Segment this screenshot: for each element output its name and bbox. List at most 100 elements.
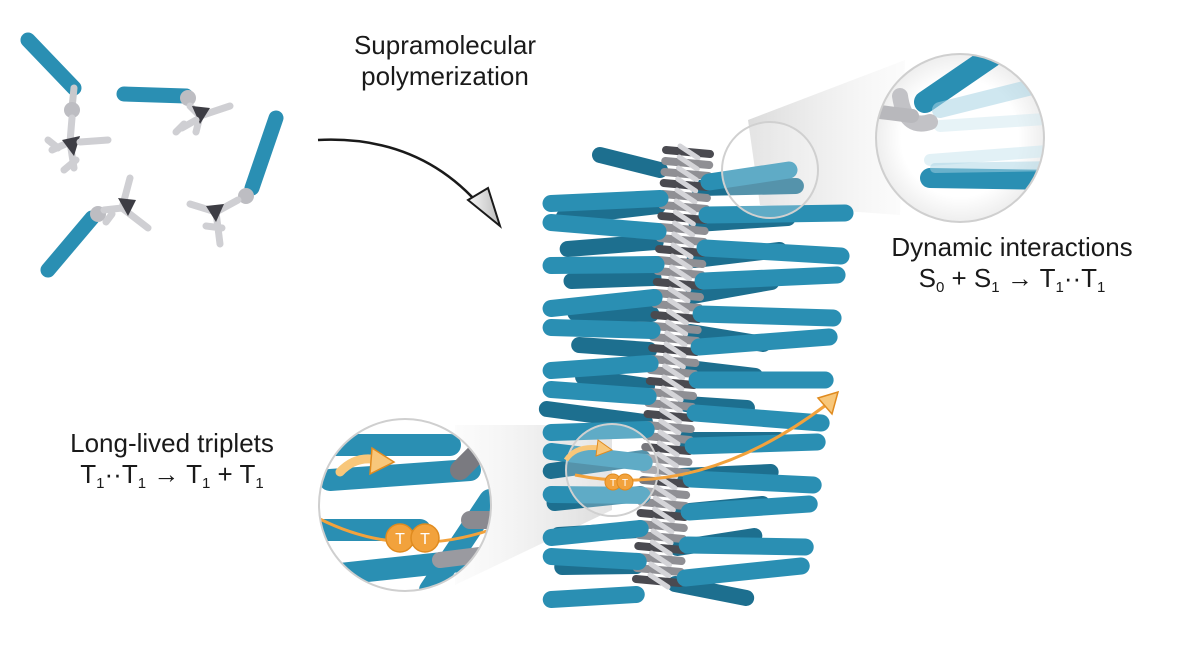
fiber-core-segment: [651, 517, 675, 535]
small-lens-bottom: [565, 423, 659, 517]
monomer: [186, 110, 284, 248]
fiber-arm: [542, 421, 655, 441]
dynamic-title: Dynamic interactions: [891, 232, 1133, 262]
fiber-arm: [559, 234, 664, 257]
fiber-arm: [542, 289, 663, 317]
eq-dots: ··: [1063, 262, 1082, 293]
triplets-title: Long-lived triplets: [70, 428, 274, 458]
eq-symbol: T: [186, 458, 202, 489]
eq-operator: +: [944, 262, 974, 293]
fiber-arm: [682, 470, 822, 494]
fiber-core-segment: [663, 341, 687, 359]
fiber-core-segment: [671, 231, 695, 249]
fiber-arm: [571, 337, 658, 358]
eq-subscript: 1: [991, 278, 1000, 296]
fiber-core-segment: [653, 484, 677, 502]
eq-arrow: →: [999, 262, 1040, 293]
eq-symbol: T: [121, 458, 138, 489]
polymerization-label-line: Supramolecular: [353, 30, 537, 60]
fiber-arm: [563, 270, 662, 289]
fiber-arm: [686, 404, 830, 432]
monomer: [40, 174, 152, 278]
fiber-arm: [542, 256, 665, 274]
magnified-lens-top: [875, 53, 1045, 223]
fiber-core-segment: [675, 176, 699, 194]
long-lived-triplets-label: Long-lived triplets T1··T1 → T1 + T1: [22, 428, 322, 492]
fiber-core-segment: [658, 418, 682, 436]
fiber-arm: [542, 520, 649, 546]
eq-symbol: T: [239, 458, 256, 489]
fiber-arm: [696, 239, 850, 265]
triplet-pair-large: T T: [385, 523, 440, 553]
dynamic-interactions-label: Dynamic interactions S0 + S1 → T1··T1: [842, 232, 1182, 296]
fiber-core-segment: [652, 506, 676, 524]
polymerization-label-line: polymerization: [361, 60, 529, 91]
fiber-core-segment: [662, 363, 686, 381]
monomer: [20, 32, 112, 174]
fiber-core-segment: [649, 550, 673, 568]
fiber-core-segment: [667, 286, 691, 304]
pair-label: T: [622, 478, 628, 489]
fiber-arm: [542, 319, 661, 339]
pair-label: T: [395, 531, 405, 548]
fiber-core-segment: [656, 440, 680, 458]
fiber-core-segment: [669, 253, 693, 271]
eq-symbol: T: [1039, 262, 1056, 293]
fiber-core-segment: [661, 374, 685, 392]
fiber-arm: [690, 328, 838, 356]
fiber-core-segment: [677, 143, 701, 161]
fiber-core-segment: [650, 528, 674, 546]
eq-subscript: 1: [255, 474, 264, 492]
eq-symbol: S: [918, 262, 936, 293]
fiber-core-segment: [652, 495, 676, 513]
fiber-arm: [542, 355, 659, 379]
eq-symbol: T: [1081, 262, 1098, 293]
polymer-fiber: [538, 143, 854, 608]
monomer-group: [20, 32, 284, 278]
fiber-core-segment: [648, 561, 672, 579]
fiber-core-segment: [665, 308, 689, 326]
eq-subscript: 1: [96, 474, 105, 492]
energy-migration-path: T T: [563, 390, 840, 491]
fiber-core-segment: [657, 429, 681, 447]
fiber-arm: [542, 443, 653, 471]
fiber-core-segment: [665, 319, 689, 337]
fiber-core-segment: [659, 407, 683, 425]
fiber-arm: [538, 401, 653, 430]
fiber-core-segment: [676, 154, 700, 172]
pair-label: T: [610, 478, 616, 489]
fiber-core-segment: [675, 165, 699, 183]
fiber-core-segment: [664, 330, 688, 348]
polymerization-arrow: [317, 138, 502, 229]
fiber-arm: [680, 495, 818, 521]
fiber-core-segment: [672, 220, 696, 238]
eq-subscript: 1: [201, 474, 211, 492]
small-lens-top: [721, 121, 819, 219]
eq-arrow: →: [146, 458, 187, 489]
fiber-core-segment: [672, 209, 696, 227]
eq-subscript: 1: [1055, 278, 1064, 296]
fiber-core-segment: [660, 385, 684, 403]
eq-subscript: 0: [935, 278, 945, 296]
triplets-equation: T1··T1 → T1 + T1: [22, 458, 322, 492]
dynamic-equation: S0 + S1 → T1··T1: [842, 262, 1182, 296]
fiber-arm: [692, 305, 842, 327]
eq-subscript: 1: [137, 474, 147, 492]
fiber-core-segment: [647, 572, 671, 590]
fiber-arm: [567, 305, 660, 322]
fiber-arm: [592, 147, 668, 178]
eq-symbol: S: [973, 262, 992, 293]
fiber-arm: [542, 486, 651, 504]
fiber-arm: [542, 214, 667, 240]
fiber-core-segment: [662, 352, 686, 370]
fiber-core-segment: [670, 242, 694, 260]
eq-dots: ··: [104, 458, 122, 489]
pair-label: T: [420, 531, 430, 548]
fiber-arm: [542, 381, 657, 405]
fiber-arm: [542, 190, 669, 212]
fiber-arm: [676, 557, 810, 587]
fiber-core-segment: [673, 198, 697, 216]
monomer: [116, 86, 234, 136]
fiber-core-segment: [659, 396, 683, 414]
